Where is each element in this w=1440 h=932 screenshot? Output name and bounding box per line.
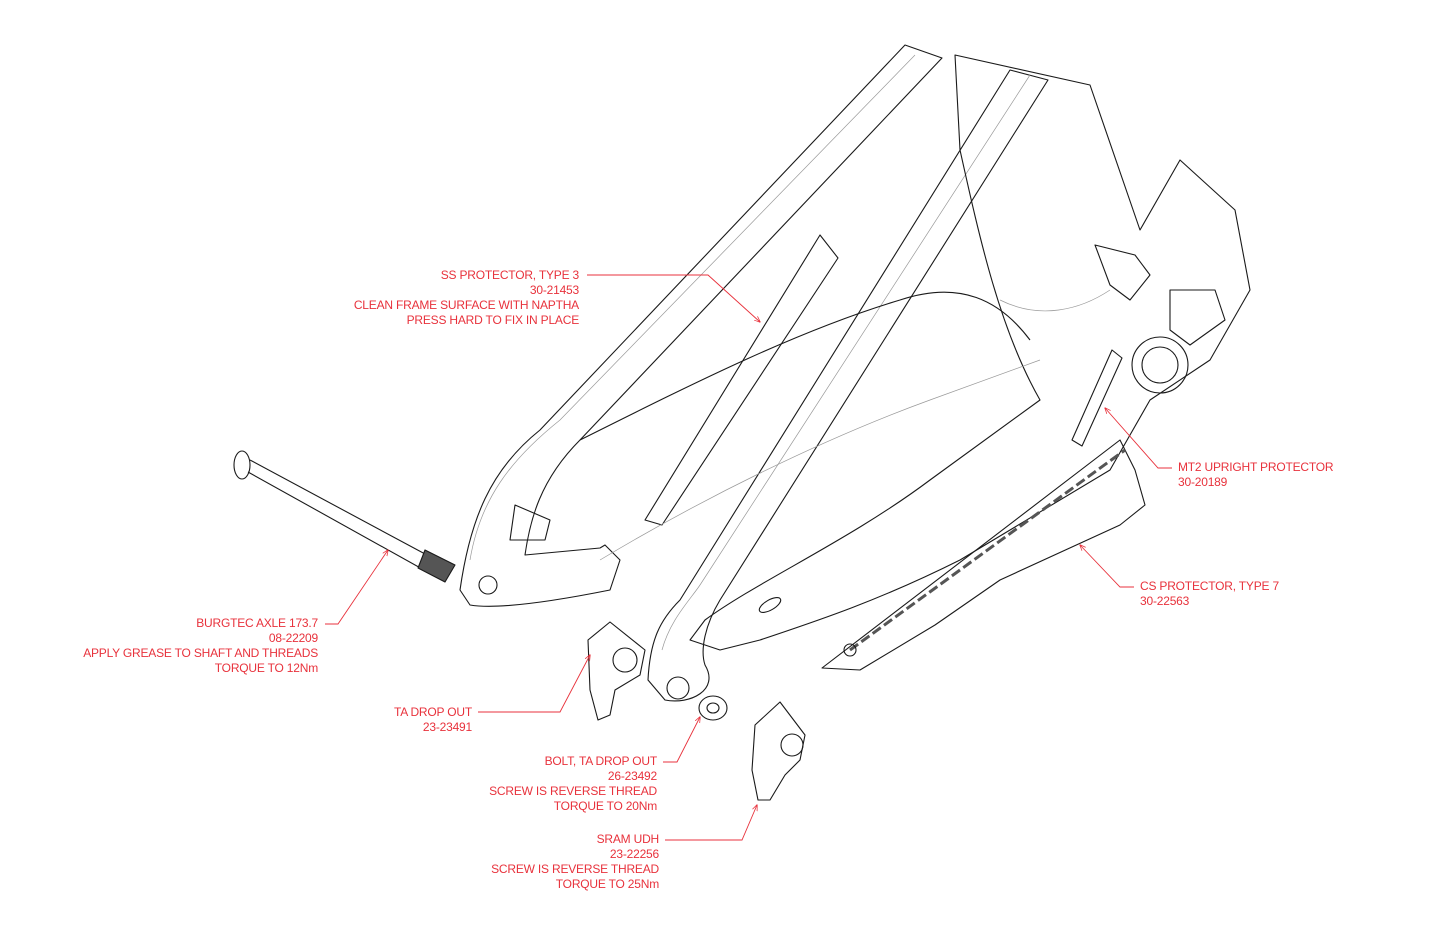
cs-protector-part [821, 439, 1146, 671]
leader-bolt [663, 717, 700, 763]
part-number: 26-23492 [607, 769, 657, 783]
note: CLEAN FRAME SURFACE WITH NAPTHA [353, 298, 579, 312]
callout-axle: BURGTEC AXLE 173.7 08-22209 APPLY GREASE… [83, 616, 318, 676]
part-number: 30-20189 [1178, 475, 1228, 489]
note: TORQUE TO 12Nm [214, 661, 318, 675]
note: TORQUE TO 25Nm [555, 877, 659, 891]
note: APPLY GREASE TO SHAFT AND THREADS [83, 646, 318, 660]
left-seatstay [459, 44, 943, 607]
ss-protector-part [644, 234, 839, 526]
part-name: BOLT, TA DROP OUT [544, 754, 658, 768]
part-name: CS PROTECTOR, TYPE 7 [1140, 579, 1279, 593]
note: SCREW IS REVERSE THREAD [489, 784, 657, 798]
part-number: 30-21453 [529, 283, 579, 297]
ta-dropout-part [587, 621, 646, 721]
part-name: MT2 UPRIGHT PROTECTOR [1178, 460, 1334, 474]
leader-ss-protector [587, 274, 760, 322]
right-seatstay [647, 69, 1049, 702]
sram-udh-part [751, 701, 806, 801]
part-name: SS PROTECTOR, TYPE 3 [440, 268, 579, 282]
part-name: SRAM UDH [596, 832, 660, 846]
part-number: 23-23491 [422, 720, 472, 734]
leader-sram-udh [665, 805, 757, 841]
part-number: 23-22256 [609, 847, 659, 861]
mt2-protector-part [1071, 349, 1123, 447]
note: SCREW IS REVERSE THREAD [491, 862, 659, 876]
bolt-part [698, 695, 728, 721]
leader-mt2-protector [1105, 408, 1172, 469]
note: PRESS HARD TO FIX IN PLACE [406, 313, 580, 327]
leader-ta-dropout [478, 655, 590, 713]
callout-mt2-protector: MT2 UPRIGHT PROTECTOR 30-20189 [1178, 460, 1334, 490]
callout-ta-dropout: TA DROP OUT 23-23491 [394, 705, 472, 735]
callout-ss-protector: SS PROTECTOR, TYPE 3 30-21453 CLEAN FRAM… [354, 268, 579, 328]
part-name: BURGTEC AXLE 173.7 [196, 616, 318, 630]
callout-bolt: BOLT, TA DROP OUT 26-23492 SCREW IS REVE… [489, 754, 657, 814]
chainstay [689, 54, 1251, 651]
axle-part [233, 450, 456, 583]
note: TORQUE TO 20Nm [553, 799, 657, 813]
callout-sram-udh: SRAM UDH 23-22256 SCREW IS REVERSE THREA… [491, 832, 659, 892]
part-number: 30-22563 [1140, 594, 1190, 608]
leader-cs-protector [1080, 545, 1134, 588]
leader-axle [325, 550, 388, 625]
callout-cs-protector: CS PROTECTOR, TYPE 7 30-22563 [1140, 579, 1279, 609]
part-number: 08-22209 [268, 631, 318, 645]
part-name: TA DROP OUT [393, 705, 472, 719]
